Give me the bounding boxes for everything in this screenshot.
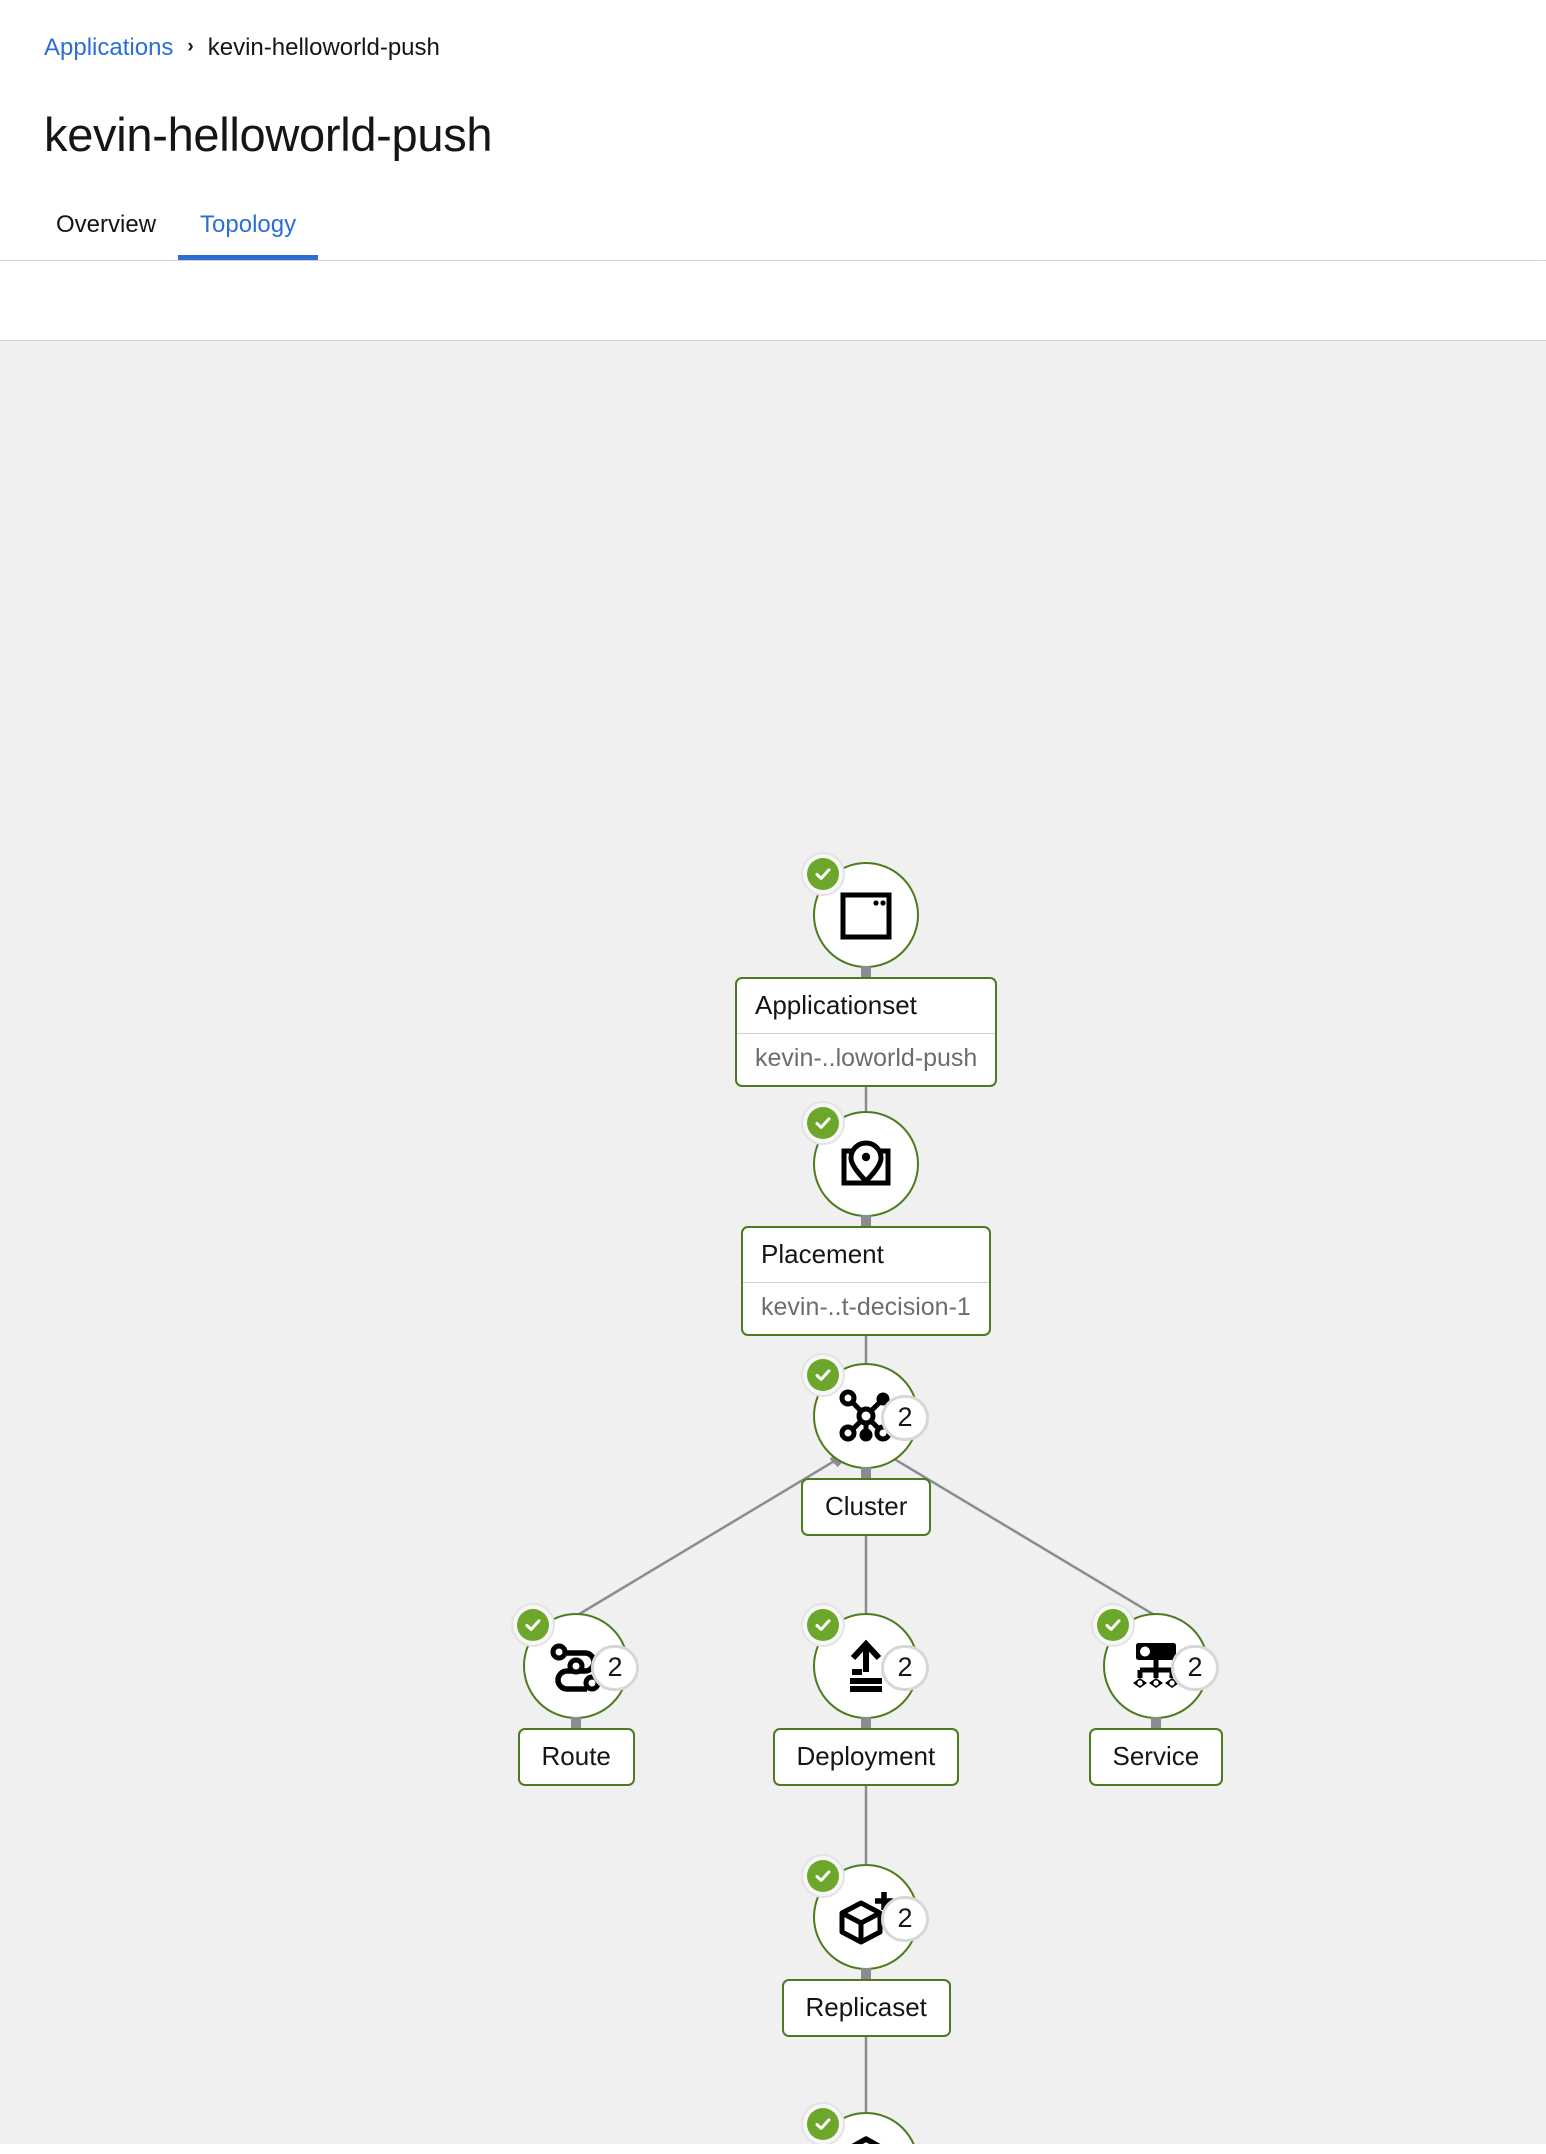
- check-circle-icon: [807, 1608, 839, 1641]
- node-label-placement[interactable]: Placement kevin-..t-decision-1: [741, 1225, 991, 1336]
- topology-toolbar-strip: [0, 260, 1546, 341]
- check-circle-icon: [807, 1106, 839, 1139]
- status-badge-healthy-applicationset[interactable]: [801, 851, 845, 896]
- node-label-name: kevin-..t-decision-1: [743, 1281, 989, 1334]
- node-shape-cluster[interactable]: 2: [801, 1352, 949, 1469]
- status-badge-healthy-replicaset[interactable]: [801, 1853, 845, 1898]
- node-stub: [861, 1466, 871, 1479]
- status-badge-healthy-pod[interactable]: [801, 2101, 845, 2144]
- node-shape-replicaset[interactable]: 2: [801, 1853, 949, 1970]
- count-badge-route[interactable]: 2: [591, 1644, 639, 1691]
- node-stub: [861, 1967, 871, 1980]
- node-label-name: kevin-..loworld-push: [737, 1032, 996, 1085]
- node-stub: [861, 1716, 871, 1729]
- route-icon: [523, 1613, 629, 1719]
- topology-nodes: Applicationset kevin-..loworld-push Place…: [0, 341, 1546, 2144]
- node-label-type: Cluster: [825, 1490, 908, 1521]
- check-circle-icon: [517, 1608, 549, 1641]
- topology-edges: [575, 1086, 1157, 2112]
- chevron-right-icon: ›: [187, 36, 194, 57]
- node-label-deployment[interactable]: Deployment: [772, 1727, 960, 1786]
- applicationset-icon: [813, 862, 919, 968]
- node-label-route[interactable]: Route: [517, 1727, 635, 1786]
- tab-topology[interactable]: Topology: [178, 211, 319, 260]
- node-shape-deployment[interactable]: 2: [801, 1602, 949, 1719]
- count-badge-service[interactable]: 2: [1171, 1644, 1219, 1691]
- status-badge-healthy-route[interactable]: [511, 1602, 555, 1647]
- node-label-type: Service: [1112, 1740, 1200, 1771]
- status-badge-healthy-cluster[interactable]: [801, 1352, 845, 1397]
- node-label-cluster[interactable]: Cluster: [801, 1477, 932, 1536]
- count-badge-deployment[interactable]: 2: [881, 1644, 929, 1691]
- node-label-service[interactable]: Service: [1088, 1727, 1224, 1786]
- node-stub: [861, 965, 871, 978]
- status-badge-healthy-deployment[interactable]: [801, 1602, 845, 1647]
- page-header: Applications › kevin-helloworld-push kev…: [0, 0, 1546, 260]
- node-shape-pod[interactable]: 2: [801, 2101, 949, 2144]
- check-circle-icon: [807, 857, 839, 890]
- node-stub: [861, 1214, 871, 1227]
- node-shape-route[interactable]: 2: [511, 1602, 659, 1719]
- status-badge-healthy-service[interactable]: [1091, 1602, 1135, 1647]
- node-shape-placement[interactable]: [801, 1100, 919, 1217]
- node-label-type: Route: [541, 1740, 611, 1771]
- check-circle-icon: [807, 1859, 839, 1892]
- node-shape-service[interactable]: 2: [1091, 1602, 1239, 1719]
- count-badge-replicaset[interactable]: 2: [881, 1895, 929, 1942]
- check-circle-icon: [807, 1358, 839, 1391]
- pod-cube-icon: [813, 2112, 919, 2144]
- node-label-type: Placement: [761, 1238, 884, 1269]
- page-title: kevin-helloworld-push: [44, 107, 493, 161]
- status-badge-healthy-placement[interactable]: [801, 1100, 845, 1145]
- check-circle-icon: [1097, 1608, 1129, 1641]
- node-label-applicationset[interactable]: Applicationset kevin-..loworld-push: [735, 976, 998, 1087]
- breadcrumb-link-applications[interactable]: Applications: [44, 34, 174, 61]
- breadcrumb: Applications › kevin-helloworld-push: [44, 0, 1546, 63]
- node-shape-applicationset[interactable]: [801, 851, 919, 968]
- deployment-upload-icon: [813, 1613, 919, 1719]
- breadcrumb-current: kevin-helloworld-push: [207, 34, 440, 61]
- node-label-type: Applicationset: [755, 989, 917, 1020]
- tab-overview[interactable]: Overview: [56, 210, 157, 238]
- header-divider: [0, 259, 1546, 261]
- node-stub: [571, 1716, 581, 1729]
- node-label-replicaset[interactable]: Replicaset: [781, 1978, 951, 2037]
- check-circle-icon: [807, 2107, 839, 2140]
- count-badge-cluster[interactable]: 2: [881, 1394, 929, 1441]
- topology-canvas[interactable]: Applicationset kevin-..loworld-push Place…: [0, 340, 1546, 2144]
- placement-pin-icon: [813, 1111, 919, 1217]
- node-label-type: Deployment: [796, 1740, 936, 1771]
- tab-bar: Overview Topology: [44, 206, 1546, 260]
- node-stub: [1151, 1716, 1161, 1729]
- node-label-type: Replicaset: [805, 1991, 927, 2022]
